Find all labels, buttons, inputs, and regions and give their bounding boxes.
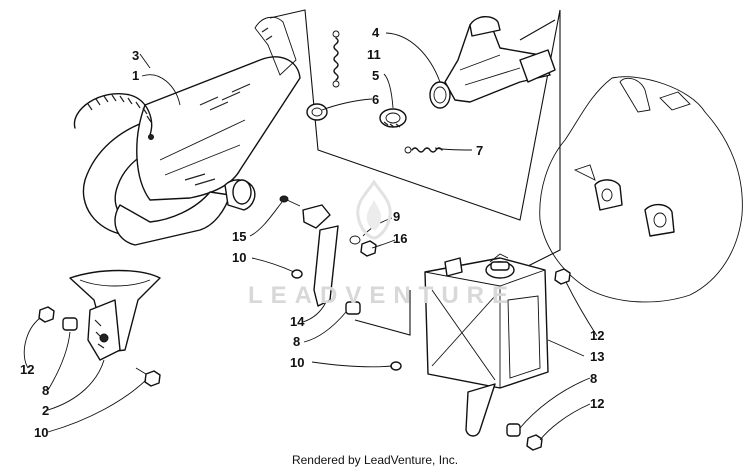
callout-16: 16 bbox=[393, 231, 407, 246]
oil-tank bbox=[424, 253, 549, 437]
callout-5: 5 bbox=[372, 68, 379, 83]
gaskets bbox=[306, 103, 407, 128]
callout-11: 11 bbox=[367, 47, 381, 62]
watermark-text: LEADVENTURE bbox=[248, 282, 517, 309]
callout-15: 15 bbox=[232, 229, 246, 244]
callout-8-tank: 8 bbox=[590, 371, 597, 386]
exhaust-manifold bbox=[429, 16, 556, 109]
callout-2: 2 bbox=[42, 403, 49, 418]
hardware bbox=[38, 195, 571, 451]
callout-1: 1 bbox=[132, 68, 139, 83]
callout-7: 7 bbox=[476, 143, 483, 158]
callout-labels: 3 1 4 11 5 6 7 9 16 15 10 14 8 10 12 13 … bbox=[20, 25, 604, 440]
callout-9: 9 bbox=[393, 209, 400, 224]
callout-6: 6 bbox=[372, 92, 379, 107]
leader-lines bbox=[23, 32, 598, 441]
callout-14: 14 bbox=[290, 314, 305, 329]
callout-8-left: 8 bbox=[42, 383, 49, 398]
callout-13: 13 bbox=[590, 349, 604, 364]
leadventure-logo-icon bbox=[356, 180, 392, 240]
callout-10-mid: 10 bbox=[290, 355, 304, 370]
exhaust-springs bbox=[332, 30, 443, 154]
assembly-outline bbox=[269, 9, 561, 336]
engine-outline bbox=[539, 76, 743, 303]
expansion-chamber bbox=[82, 16, 301, 246]
heat-shield-strap bbox=[73, 93, 154, 140]
callout-4: 4 bbox=[372, 25, 380, 40]
callout-12-left: 12 bbox=[20, 362, 34, 377]
callout-3: 3 bbox=[132, 48, 139, 63]
callout-12-tank: 12 bbox=[590, 328, 604, 343]
callout-8-mid: 8 bbox=[293, 334, 300, 349]
render-credit: Rendered by LeadVenture, Inc. bbox=[291, 453, 459, 467]
mount-bracket bbox=[69, 269, 161, 361]
callout-10-upper: 10 bbox=[232, 250, 246, 265]
callout-10-left: 10 bbox=[34, 425, 48, 440]
callout-12-lower: 12 bbox=[590, 396, 604, 411]
